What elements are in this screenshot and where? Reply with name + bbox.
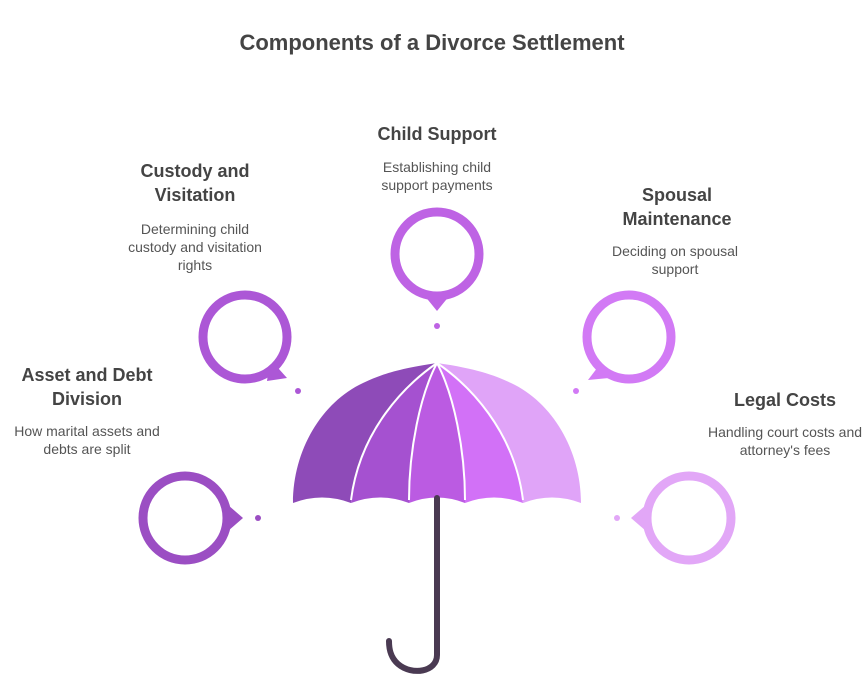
heading-spousal-maintenance: Spousal Maintenance — [622, 185, 732, 229]
speech-bubble-icon — [390, 207, 484, 329]
heading-custody-and-visitation: Custody and Visitation — [140, 161, 250, 205]
canopy-panel-5 — [437, 363, 581, 503]
description-spousal-maintenance: Deciding on spousal support — [611, 243, 739, 277]
speech-bubble-icon — [614, 471, 736, 565]
canopy-panel-1 — [293, 363, 437, 503]
heading-asset-and-debt-division: Asset and Debt Division — [21, 365, 153, 409]
speech-bubble-icon — [573, 290, 676, 394]
description-asset-and-debt-division: How marital assets and debts are split — [14, 423, 160, 457]
heading-child-support: Child Support — [377, 124, 497, 144]
heading-legal-costs: Legal Costs — [733, 390, 837, 410]
description-child-support: Establishing child support payments — [381, 159, 493, 193]
description-custody-and-visitation: Determining child custody and visitation… — [128, 221, 262, 273]
speech-bubble-icon — [138, 471, 261, 565]
canopy-panel-2 — [351, 363, 437, 503]
canopy-panel-4 — [437, 363, 523, 503]
umbrella-canopy — [293, 362, 581, 510]
description-legal-costs: Handling court costs and attorney's fees — [707, 424, 863, 458]
diagram-title: Components of a Divorce Settlement — [239, 30, 625, 55]
canopy-panel-3 — [409, 363, 465, 503]
umbrella-handle — [386, 495, 440, 674]
speech-bubble-icon — [198, 290, 301, 394]
